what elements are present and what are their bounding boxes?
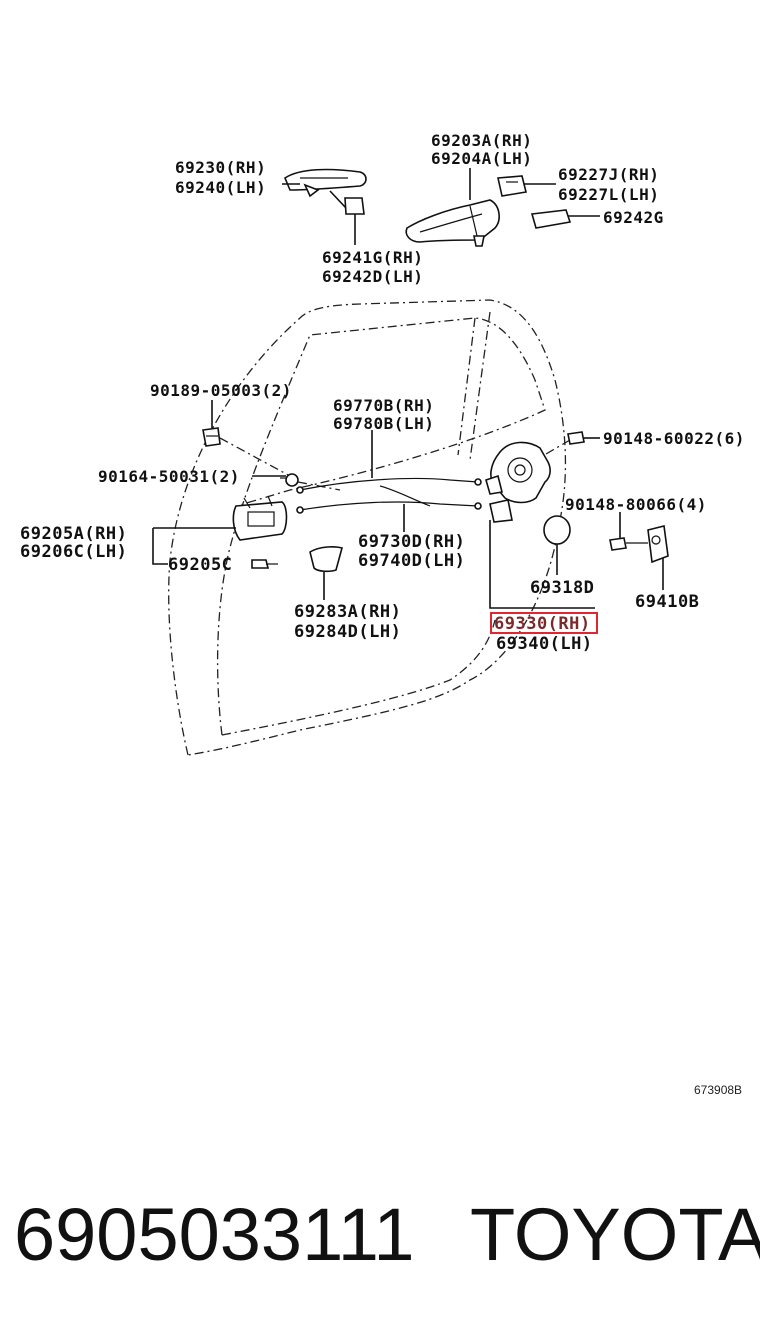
door-lock-assembly [485,441,551,523]
inside-handle-69205a [232,495,288,541]
highlight-box [490,612,598,634]
cap-69318d [543,515,571,545]
reference-code: 673908B [694,1083,742,1097]
screw-90148-80066 [609,537,648,551]
label-69284d: 69284D(LH) [294,622,401,642]
label-69730d: 69730D(RH) [358,532,465,552]
clip-90164 [280,473,299,487]
brand-name: TOYOTA [470,1193,760,1276]
label-69330[interactable]: 69330(RH) [494,614,591,634]
label-90148-80066: 90148-80066(4) [565,495,707,514]
label-69340: 69340(LH) [496,634,593,654]
label-69283a: 69283A(RH) [294,602,401,622]
handle-pad-69241g [344,197,365,215]
label-69206c: 69206C(LH) [20,542,127,562]
label-69227j: 69227J(RH) [558,165,659,184]
screw-69205c [251,559,278,569]
label-69770b: 69770B(RH) [333,396,434,415]
label-90164: 90164-50031(2) [98,467,240,486]
label-69205a: 69205A(RH) [20,524,127,544]
cover-69227j [497,175,527,197]
pad-69242g [530,209,572,229]
label-69318d: 69318D [530,578,594,598]
door-outline [168,299,567,756]
label-69203a: 69203A(RH) [431,131,532,150]
part-number: 6905033111 [14,1193,415,1276]
cover-69283a [309,546,343,573]
label-69240: 69240(LH) [175,178,266,197]
striker-69410b [647,525,669,564]
label-69227l: 69227L(LH) [558,185,659,204]
label-90148-60022: 90148-60022(6) [603,429,745,448]
label-69241g: 69241G(RH) [322,248,423,267]
label-69205c: 69205C [168,555,232,575]
outside-handle-rh [284,168,367,198]
screw-90148-60022 [567,431,585,445]
lock-rods [296,477,482,514]
label-69740d: 69740D(LH) [358,551,465,571]
label-69780b: 69780B(LH) [333,414,434,433]
clip-90189 [202,427,221,447]
label-90189: 90189-05003(2) [150,381,292,400]
label-69242g: 69242G [603,208,664,227]
label-69242d: 69242D(LH) [322,267,423,286]
label-69410b: 69410B [635,592,699,612]
label-69204a: 69204A(LH) [431,149,532,168]
label-69230: 69230(RH) [175,158,266,177]
outside-handle-frame-69203a [405,199,500,247]
